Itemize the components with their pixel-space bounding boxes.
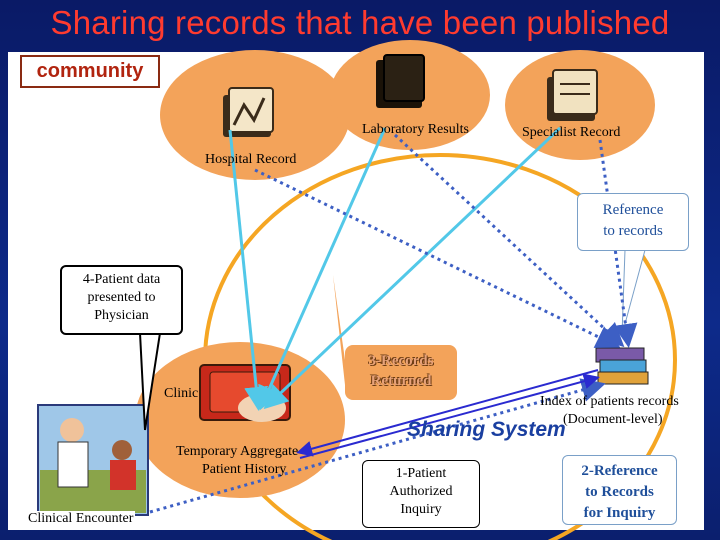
clinical-encounter-image xyxy=(37,404,149,516)
index-label-2: (Document-level) xyxy=(563,412,663,427)
reference-callout-line-2: to records xyxy=(603,223,663,239)
laboratory-results-label: Laboratory Results xyxy=(362,122,469,137)
index-label-1: Index of patients records xyxy=(540,394,679,409)
clinic-label: Clinic xyxy=(164,386,199,402)
folder-icon-hospital xyxy=(223,87,274,137)
community-label: community xyxy=(20,55,160,88)
records-returned-line-1: 3-Records xyxy=(368,353,434,369)
temporary-aggregate-label-1: Temporary Aggregate xyxy=(176,444,299,459)
ref2-line-2: to Records xyxy=(585,484,654,500)
callout-tail-returned xyxy=(333,275,345,385)
ref2-line-3: for Inquiry xyxy=(583,505,656,521)
arrow-specialist-to-index xyxy=(598,139,638,348)
records-index-icon xyxy=(595,347,649,385)
authorized-line-1: 1-Patient xyxy=(395,466,447,481)
patient-data-callout: 4-Patient data presented to Physician xyxy=(60,265,183,335)
reference-to-records-callout: Reference to records xyxy=(577,193,689,251)
reference-for-inquiry-callout: 2-Reference to Records for Inquiry xyxy=(562,455,677,525)
patient-data-line-2: presented to xyxy=(87,290,156,305)
sharing-system-label: Sharing System xyxy=(407,418,566,441)
patient-data-line-1: 4-Patient data xyxy=(82,272,161,287)
ref2-line-1: 2-Reference xyxy=(581,463,658,479)
patient-authorized-inquiry-callout: 1-Patient Authorized Inquiry xyxy=(362,460,480,528)
records-returned-line-2: Returned xyxy=(370,373,432,389)
folder-icon-laboratory xyxy=(376,54,425,108)
arrow-clinic-to-index xyxy=(299,373,600,459)
hospital-record-label: Hospital Record xyxy=(205,152,297,167)
arrow-specialist-to-clinic xyxy=(263,126,562,410)
specialist-record-label: Specialist Record xyxy=(522,125,621,140)
folder-icon-specialist xyxy=(547,69,598,121)
arrow-lab-to-clinic xyxy=(258,127,387,411)
authorized-line-2: Authorized xyxy=(389,484,453,499)
temporary-aggregate-label-2: Patient History xyxy=(202,462,287,477)
clinical-encounter-label: Clinical Encounter xyxy=(26,511,136,527)
authorized-line-3: Inquiry xyxy=(400,502,442,517)
records-returned-callout: 3-Records Returned xyxy=(345,345,457,400)
patient-data-line-3: Physician xyxy=(94,308,149,323)
reference-callout-line-1: Reference xyxy=(602,202,664,218)
arrow-hospital-to-clinic xyxy=(228,129,269,411)
arrow-index-to-clinic xyxy=(296,369,599,457)
arrow-hospital-to-index xyxy=(254,168,621,348)
arrow-lab-to-index xyxy=(393,133,625,348)
arrow-encounter-to-index xyxy=(149,378,606,514)
slide-title: Sharing records that have been published xyxy=(50,4,670,41)
